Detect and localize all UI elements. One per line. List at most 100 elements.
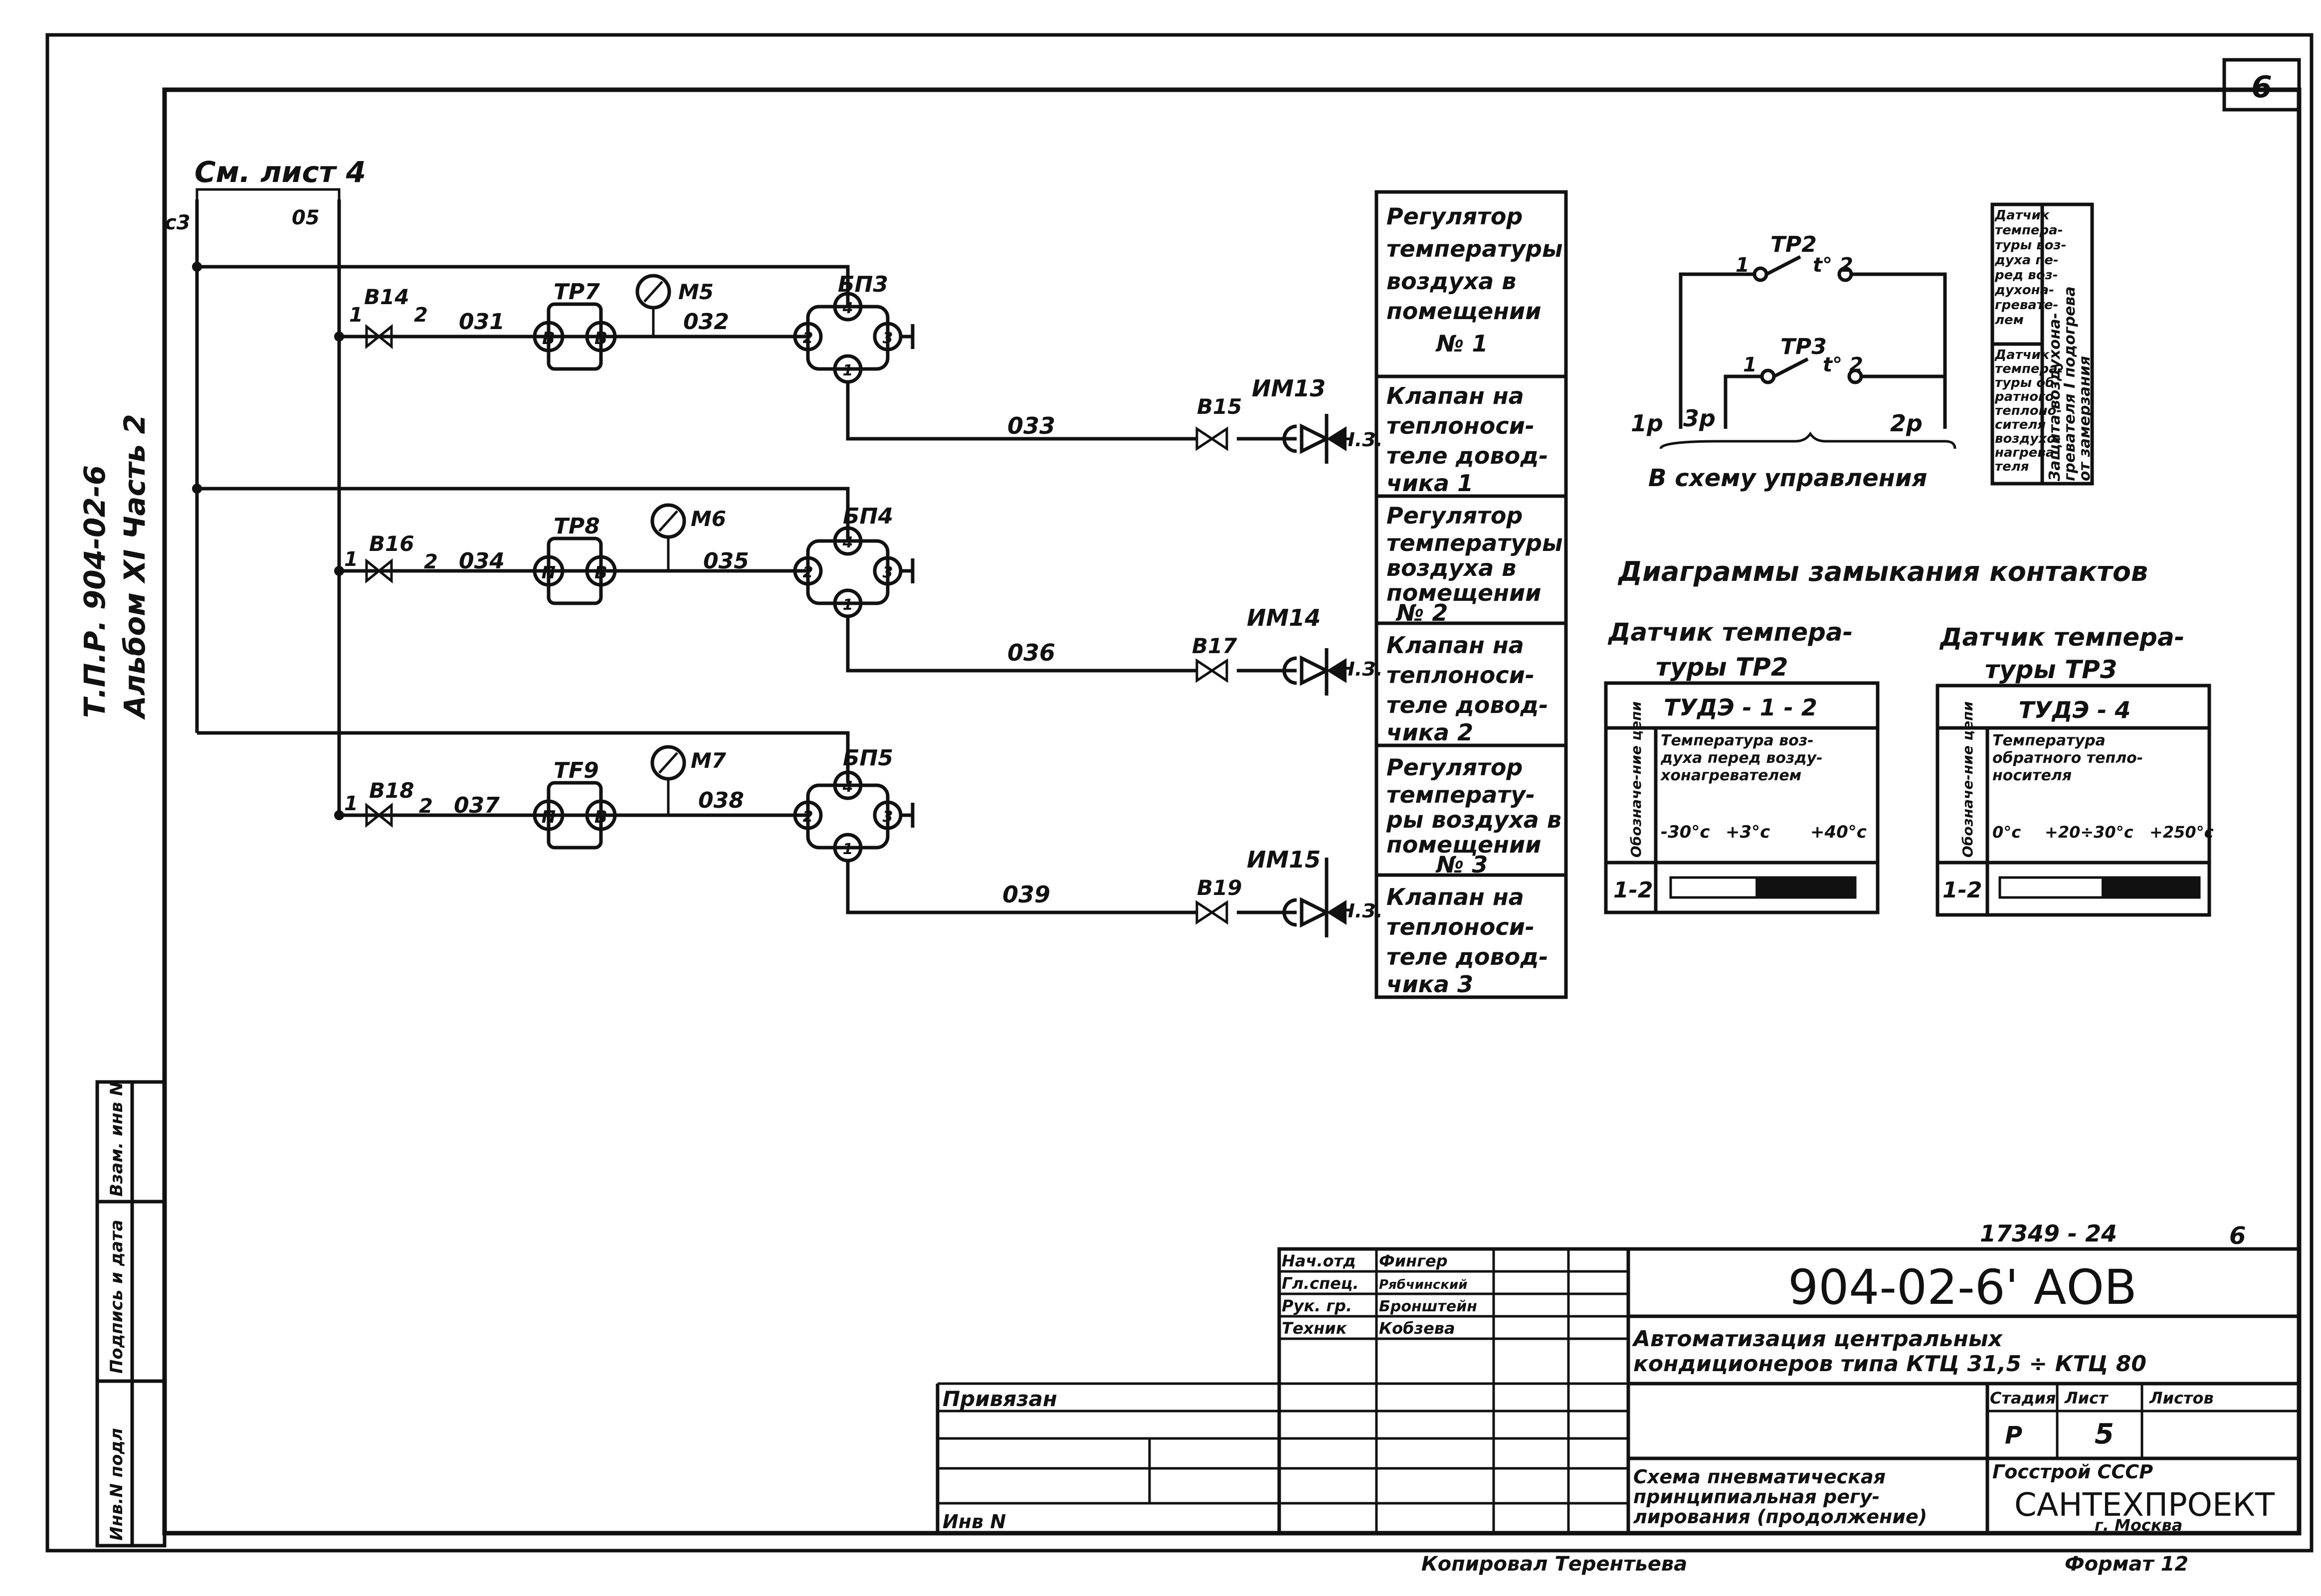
actuator-valve-icon xyxy=(1195,426,1228,451)
outer-frame xyxy=(45,33,2314,1553)
svg-text:036: 036 xyxy=(1007,639,1055,666)
svg-text:лирования (продолжение): лирования (продолжение) xyxy=(1633,1506,1927,1528)
svg-text:Температура обратного те: Температура обратного тепло- носителя xyxy=(1992,732,2148,784)
svg-text:П: П xyxy=(542,807,556,827)
line-label: 031 xyxy=(459,309,505,335)
svg-text:Техник: Техник xyxy=(1282,1319,1348,1338)
svg-text:Р: Р xyxy=(2005,1421,2022,1449)
drawing-code: 904-02-6' АОВ xyxy=(1788,1259,2137,1315)
svg-text:П: П xyxy=(542,563,556,583)
svg-text:3: 3 xyxy=(883,330,893,347)
desc-box-5: Регулятор температу- ры воздуха в помеще… xyxy=(1386,754,1569,878)
svg-text:ТР2: ТР2 xyxy=(1770,232,1817,257)
circuit-1: 1 В14 2 031 В В ТР7 М5 032 4 2 3 1 БП3 0… xyxy=(192,262,1383,464)
svg-text:2: 2 xyxy=(424,550,438,573)
contact-bar-fill xyxy=(2102,878,2199,897)
svg-text:035: 035 xyxy=(703,548,749,574)
svg-text:Температура воз- духа пе: Температура воз- духа перед возду- хонаг… xyxy=(1660,732,1828,784)
svg-text:1: 1 xyxy=(843,841,853,858)
svg-text:1: 1 xyxy=(1736,254,1749,277)
svg-text:В15: В15 xyxy=(1197,394,1242,419)
svg-text:Госстрой СССР: Госстрой СССР xyxy=(1992,1461,2153,1483)
block-label: БП3 xyxy=(838,272,888,297)
side-stamp-zam: Взам. инв N xyxy=(107,1082,127,1197)
svg-text:Автоматизация центральных: Автоматизация центральных xyxy=(1632,1326,2003,1352)
svg-text:4: 4 xyxy=(842,778,853,796)
svg-text:В17: В17 xyxy=(1192,634,1237,658)
svg-text:БП5: БП5 xyxy=(843,745,893,771)
svg-text:М7: М7 xyxy=(691,748,727,773)
transmitter-label: ТР7 xyxy=(554,279,600,305)
svg-text:3р: 3р xyxy=(1683,405,1716,432)
svg-text:ТF9: ТF9 xyxy=(554,758,599,783)
svg-text:Привязан: Привязан xyxy=(943,1387,1057,1411)
svg-text:туры ТР2: туры ТР2 xyxy=(1656,653,1788,682)
svg-text:1: 1 xyxy=(344,792,358,815)
svg-text:2: 2 xyxy=(803,564,813,581)
svg-text:4: 4 xyxy=(842,300,853,317)
title-block: 17349 - 24 6 Нач.отд Фингер Гл.спец. Ряб… xyxy=(936,1220,2301,1535)
gauge-icon xyxy=(635,274,671,310)
svg-text:17349 - 24: 17349 - 24 xyxy=(1980,1220,2117,1247)
gauge-icon xyxy=(650,503,686,539)
svg-text:+3°c: +3°c xyxy=(1726,822,1770,842)
contact-bar-fill xyxy=(1755,878,1855,897)
desc-box-3: Регулятор температуры воздуха в помещени… xyxy=(1386,502,1571,626)
svg-text:+40°c: +40°c xyxy=(1810,822,1867,842)
valve-icon xyxy=(365,324,393,350)
svg-text:4: 4 xyxy=(842,534,853,551)
desc-box-6: Клапан на теплоноси- теле довод- чика 3 xyxy=(1386,884,1556,998)
svg-text:Схема пневматическая: Схема пневматическая xyxy=(1633,1466,1886,1488)
svg-text:ТУДЭ - 4: ТУДЭ - 4 xyxy=(2019,697,2131,723)
valve-icon xyxy=(365,558,393,584)
sheet-number-box xyxy=(2222,58,2301,112)
svg-text:3: 3 xyxy=(883,808,893,826)
format-label: Формат 12 xyxy=(2065,1553,2188,1576)
control-circuit: ТР2 1 t° 2 ТР3 1 t° 2 1р 3р 2р В схему у… xyxy=(1631,232,1956,492)
svg-text:ТР3: ТР3 xyxy=(1780,334,1827,359)
svg-text:Датчик темпера- ту: Датчик темпера- туры воз- духа пе- ред в… xyxy=(1994,208,2071,328)
svg-text:В18: В18 xyxy=(369,778,414,803)
svg-text:2: 2 xyxy=(419,795,433,818)
relay-block xyxy=(806,305,890,371)
svg-text:032: 032 xyxy=(683,309,729,335)
description-column: Регулятор температуры воздуха в помещени… xyxy=(1374,190,1571,999)
actuator-label: ИМ13 xyxy=(1252,375,1326,402)
svg-text:Кобзева: Кобзева xyxy=(1379,1319,1455,1338)
svg-text:гревателя I подогрева: гревателя I подогрева xyxy=(2061,286,2079,481)
diagram-right: Датчик темпера- туры ТР3 ТУДЭ - 4 Обозна… xyxy=(1935,623,2214,917)
desc-box-1: Регулятор температуры воздуха в помещени… xyxy=(1386,203,1571,357)
svg-text:039: 039 xyxy=(1002,881,1050,908)
svg-text:Фингер: Фингер xyxy=(1379,1251,1448,1270)
tpr-label: Т.П.Р. 904-02-6 xyxy=(78,465,112,718)
transmitter-box xyxy=(547,302,603,371)
circuit-2: 1 В16 2 034 П В ТР8 М6 035 4 2 3 1 БП4 0… xyxy=(192,484,1383,696)
svg-text:2р: 2р xyxy=(1890,410,1923,437)
svg-text:Защита воздухона-: Защита воздухона- xyxy=(2046,313,2064,482)
see-sheet-label: См. лист 4 xyxy=(194,155,366,189)
svg-text:t° 2: t° 2 xyxy=(1813,254,1853,277)
svg-text:1: 1 xyxy=(1743,354,1757,376)
svg-text:Стадия: Стадия xyxy=(1990,1389,2056,1408)
svg-text:037: 037 xyxy=(454,793,500,818)
svg-text:Гл.спец.: Гл.спец. xyxy=(1282,1274,1359,1293)
svg-text:М6: М6 xyxy=(691,507,726,531)
svg-text:2: 2 xyxy=(414,304,428,327)
side-stamp-inv: Инв.N подл xyxy=(107,1428,127,1541)
svg-text:+250°c: +250°c xyxy=(2149,823,2214,842)
valve-label: В16 xyxy=(369,532,414,556)
protection-table: Датчик темпера- туры воз- духа пе- ред в… xyxy=(1990,202,2094,486)
svg-text:ИМ14: ИМ14 xyxy=(1247,604,1321,631)
diagram-left: Датчик темпера- туры ТР2 ТУДЭ - 1 - 2 Об… xyxy=(1604,618,1880,914)
svg-text:принципиальная регу-: принципиальная регу- xyxy=(1633,1486,1880,1508)
transmitter-label: ТР8 xyxy=(554,514,600,539)
svg-text:+20÷30°c: +20÷30°c xyxy=(2045,823,2133,842)
circuit-3: 1 В18 2 037 П В ТF9 М7 038 4 2 3 1 БП5 0… xyxy=(197,731,1383,937)
svg-text:Обозначе-ние цепи: Обозначе-ние цепи xyxy=(1628,702,1644,858)
svg-text:1: 1 xyxy=(344,548,358,571)
svg-text:Датчик темпера-: Датчик темпера- xyxy=(1607,618,1853,647)
svg-text:1: 1 xyxy=(349,304,363,327)
desc-box-4: Клапан на теплоноси- теле довод- чика 2 xyxy=(1386,632,1556,746)
svg-text:034: 034 xyxy=(459,548,505,574)
svg-text:Нач.отд: Нач.отд xyxy=(1282,1251,1356,1270)
